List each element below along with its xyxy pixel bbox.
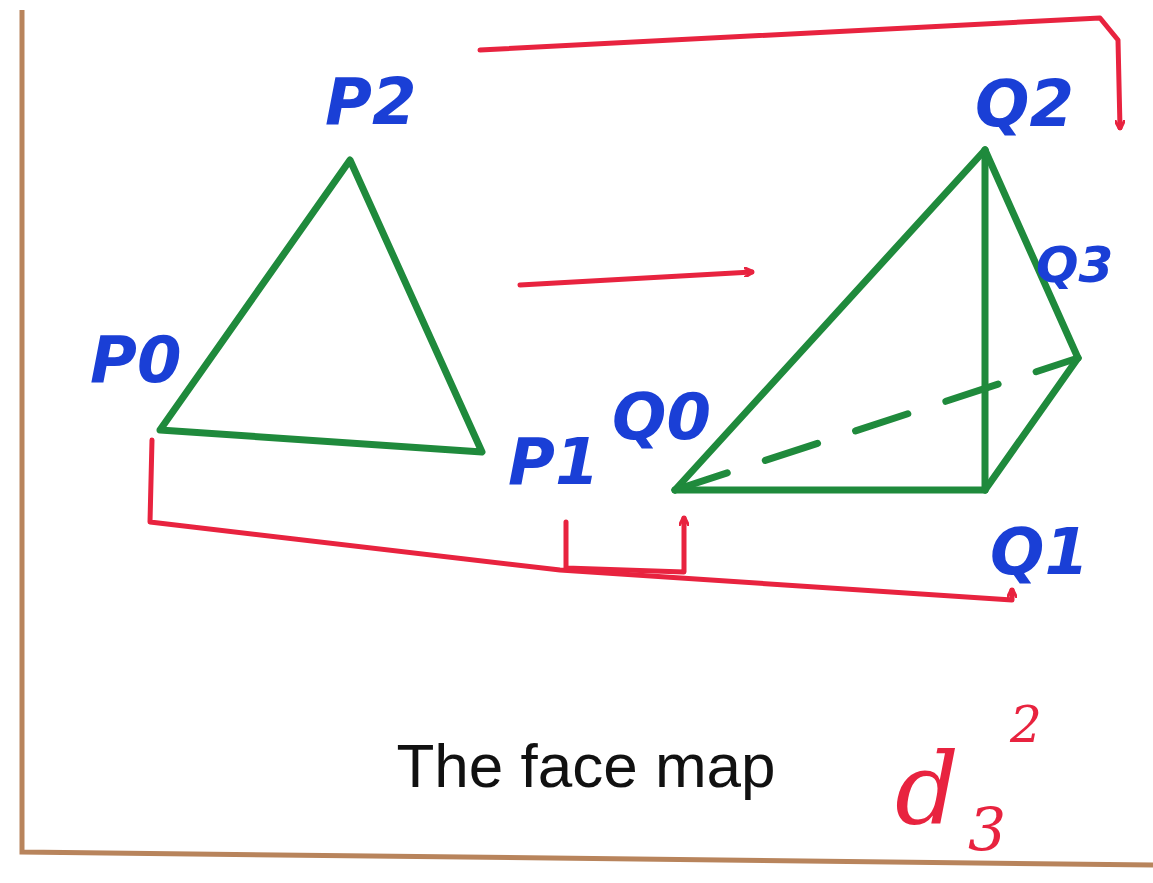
vertex-label: P0 xyxy=(90,328,181,392)
operator-symbol: 3 xyxy=(968,800,1006,860)
vertex-label: Q1 xyxy=(990,520,1089,584)
vertex-label: P1 xyxy=(508,430,599,494)
caption: The face map xyxy=(396,735,775,797)
vertex-label: P2 xyxy=(325,70,416,134)
tetrahedron xyxy=(675,150,1078,490)
frame-line xyxy=(22,10,1153,865)
vertex-label: Q3 xyxy=(1036,240,1113,290)
vertex-label: Q0 xyxy=(612,385,711,449)
vertex-map-arrow xyxy=(566,518,684,572)
triangle xyxy=(160,160,482,452)
operator-symbol: 2 xyxy=(1010,700,1042,750)
caption-panel xyxy=(272,680,900,850)
vertex-label: Q2 xyxy=(975,72,1074,136)
map-arrow xyxy=(520,272,752,285)
operator-symbol: d xyxy=(895,740,959,840)
